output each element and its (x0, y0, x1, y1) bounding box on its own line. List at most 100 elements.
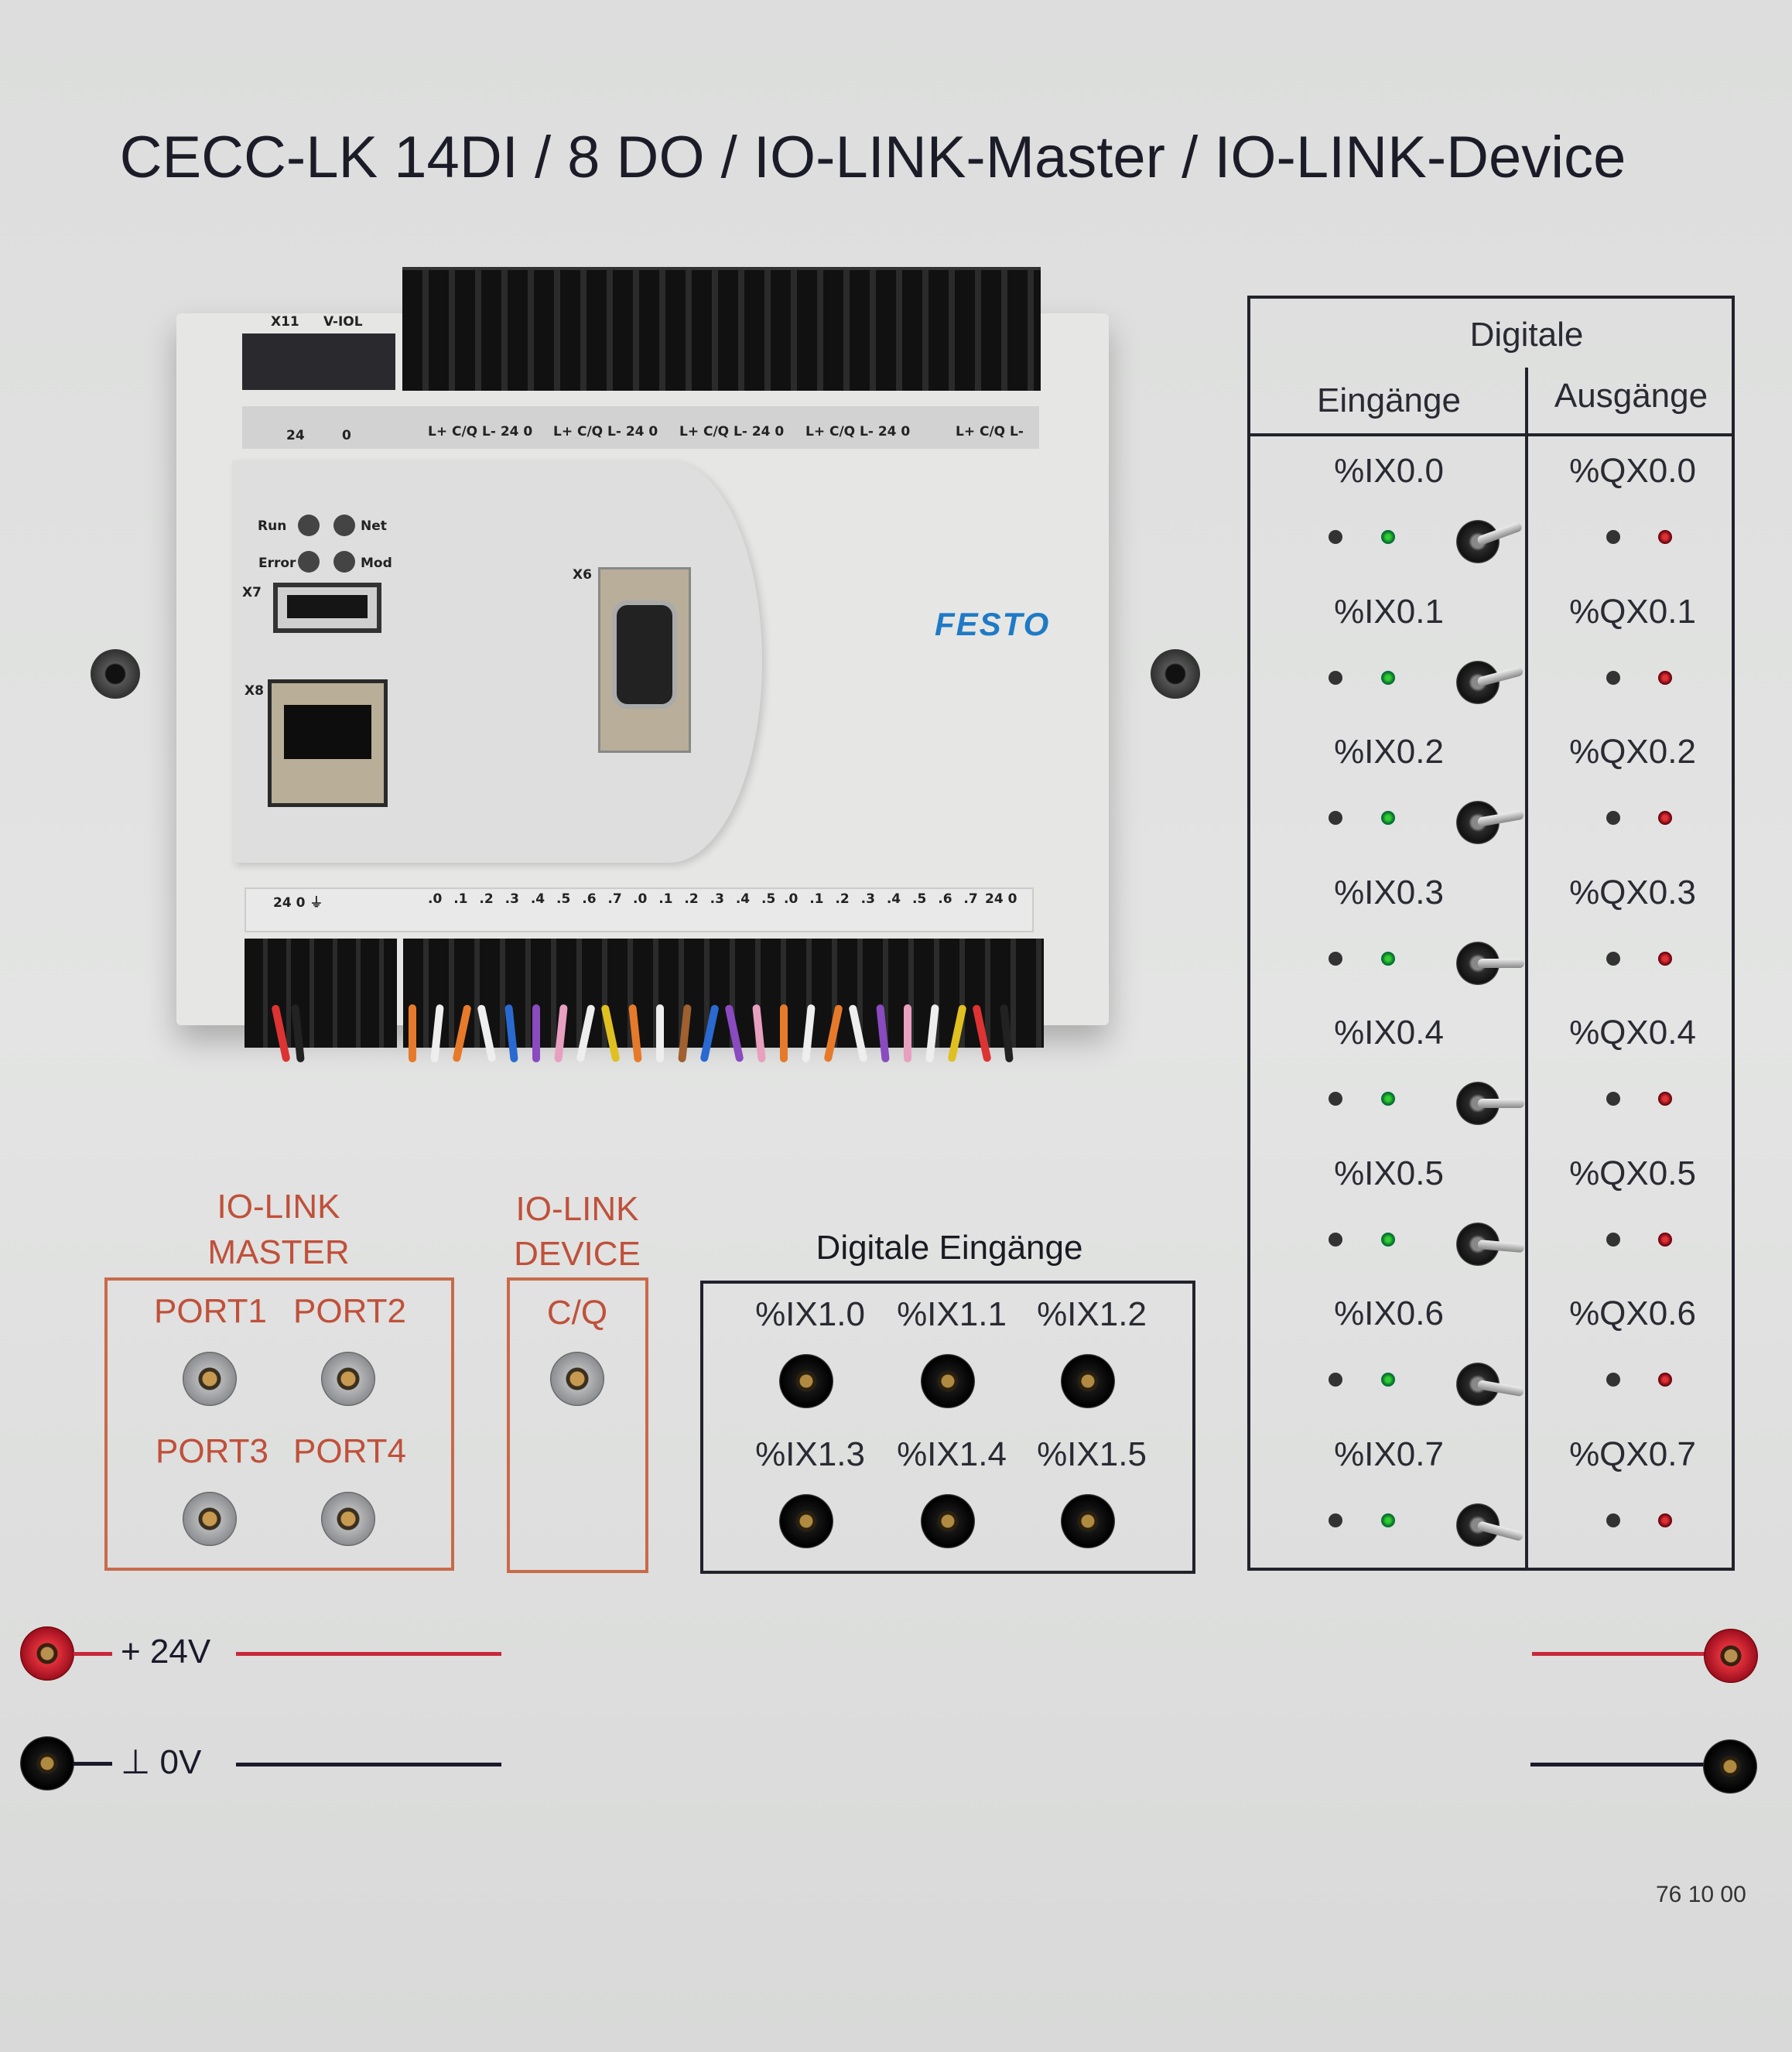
led-mod (333, 551, 355, 573)
output-label: %QX0.4 (1569, 1014, 1696, 1052)
x6-label: X6 (573, 567, 592, 583)
port1-socket[interactable] (183, 1352, 237, 1406)
wire (271, 1004, 291, 1063)
table-column-divider (1525, 368, 1528, 1571)
x11-connector (242, 333, 395, 390)
input-jack[interactable] (1329, 951, 1342, 966)
input-label: %IX0.3 (1334, 873, 1444, 911)
input-toggle-switch[interactable] (1456, 520, 1524, 563)
toggle-lever (1478, 958, 1524, 968)
input-toggle-switch[interactable] (1456, 660, 1524, 704)
output-label: %QX0.0 (1569, 452, 1696, 490)
led-net-label: Net (361, 518, 387, 534)
digital-input-label: %IX1.4 (897, 1435, 1007, 1473)
output-jack[interactable] (1606, 1373, 1620, 1387)
input-jack[interactable] (1329, 530, 1342, 544)
plus-24v-line-left (236, 1652, 501, 1656)
output-jack[interactable] (1606, 1513, 1620, 1527)
sub-d-connector[interactable] (598, 567, 691, 753)
input-toggle-switch[interactable] (1456, 1222, 1525, 1266)
output-jack[interactable] (1606, 811, 1620, 825)
port4-socket[interactable] (321, 1492, 375, 1546)
output-jack[interactable] (1606, 1232, 1620, 1247)
input-led (1381, 1373, 1395, 1387)
wire (947, 1004, 967, 1063)
mounting-screw-right (1151, 649, 1200, 699)
panel-title: CECC-LK 14DI / 8 DO / IO-LINK-Master / I… (119, 125, 1626, 190)
x7-label: X7 (242, 585, 262, 600)
bottom-terminal-small (245, 939, 397, 1048)
output-jack[interactable] (1606, 670, 1620, 685)
digital-input-socket[interactable] (779, 1494, 833, 1548)
port2-label: PORT2 (293, 1292, 406, 1330)
digital-inputs-box (700, 1281, 1195, 1574)
wire (291, 1004, 305, 1063)
wire (1000, 1004, 1014, 1063)
di-group-0-labels: .0 .1 .2 .3 .4 .5 .6 .7 (428, 891, 622, 907)
wire (409, 1004, 416, 1062)
usb-port[interactable] (273, 583, 381, 633)
digital-input-socket[interactable] (921, 1354, 975, 1408)
iol-port4-labels: L+ C/Q L- 24 0 (805, 424, 911, 439)
digital-input-socket[interactable] (921, 1494, 975, 1548)
do-group-labels: .0 .1 .2 .3 .4 .5 .6 .7 (784, 891, 978, 907)
plus-24v-socket-left[interactable] (20, 1626, 74, 1681)
mounting-screw-left (91, 649, 140, 699)
port4-label: PORT4 (293, 1432, 406, 1470)
output-label: %QX0.1 (1569, 592, 1696, 631)
input-jack[interactable] (1329, 1232, 1342, 1247)
output-label: %QX0.7 (1569, 1435, 1696, 1473)
di-group-1-labels: .0 .1 .2 .3 .4 .5 (633, 891, 776, 907)
wire (678, 1004, 692, 1063)
input-led (1381, 670, 1395, 685)
input-jack[interactable] (1329, 1092, 1342, 1106)
digital-input-label: %IX1.0 (755, 1295, 865, 1333)
wire (972, 1004, 992, 1063)
output-jack[interactable] (1606, 951, 1620, 966)
x11-pin-0: 0 (342, 428, 351, 443)
output-label: %QX0.2 (1569, 733, 1696, 771)
output-jack[interactable] (1606, 530, 1620, 544)
input-jack[interactable] (1329, 1513, 1342, 1527)
input-jack[interactable] (1329, 811, 1342, 825)
port3-label: PORT3 (156, 1432, 268, 1470)
input-label: %IX0.5 (1334, 1154, 1444, 1192)
output-jack[interactable] (1606, 1092, 1620, 1106)
digital-input-label: %IX1.3 (755, 1435, 865, 1473)
input-toggle-switch[interactable] (1456, 1363, 1525, 1406)
input-toggle-switch[interactable] (1456, 941, 1524, 985)
column-header-inputs: Eingänge (1317, 381, 1461, 419)
input-toggle-switch[interactable] (1456, 1082, 1524, 1125)
wire (452, 1004, 472, 1063)
master-title-2: MASTER (207, 1233, 350, 1271)
input-toggle-switch[interactable] (1456, 801, 1525, 844)
plus-24v-label: + 24V (121, 1633, 211, 1671)
port2-socket[interactable] (321, 1352, 375, 1406)
input-jack[interactable] (1329, 670, 1342, 685)
input-led (1381, 1092, 1395, 1106)
output-led (1658, 951, 1672, 966)
device-cq-socket[interactable] (550, 1352, 604, 1406)
input-led (1381, 1232, 1395, 1247)
x11-label: X11 (271, 314, 299, 330)
master-box (104, 1277, 454, 1571)
digital-input-socket[interactable] (779, 1354, 833, 1408)
plus-24v-line-stub-left (74, 1652, 112, 1656)
zero-v-socket-right[interactable] (1703, 1739, 1757, 1794)
input-toggle-switch[interactable] (1456, 1503, 1524, 1547)
viol-label: V-IOL (323, 314, 363, 330)
input-jack[interactable] (1329, 1373, 1342, 1387)
zero-v-line-right (1530, 1763, 1705, 1766)
digital-input-socket[interactable] (1061, 1354, 1115, 1408)
ethernet-port[interactable] (268, 679, 388, 807)
led-error-label: Error (258, 556, 296, 571)
output-led (1658, 1092, 1672, 1106)
plus-24v-socket-right[interactable] (1704, 1629, 1758, 1683)
table-header-divider (1247, 433, 1735, 436)
digital-input-socket[interactable] (1061, 1494, 1115, 1548)
output-label: %QX0.6 (1569, 1294, 1696, 1332)
port3-socket[interactable] (183, 1492, 237, 1546)
zero-v-socket-left[interactable] (20, 1736, 74, 1790)
wire-bundle (176, 1004, 1109, 1066)
input-led (1381, 1513, 1395, 1527)
